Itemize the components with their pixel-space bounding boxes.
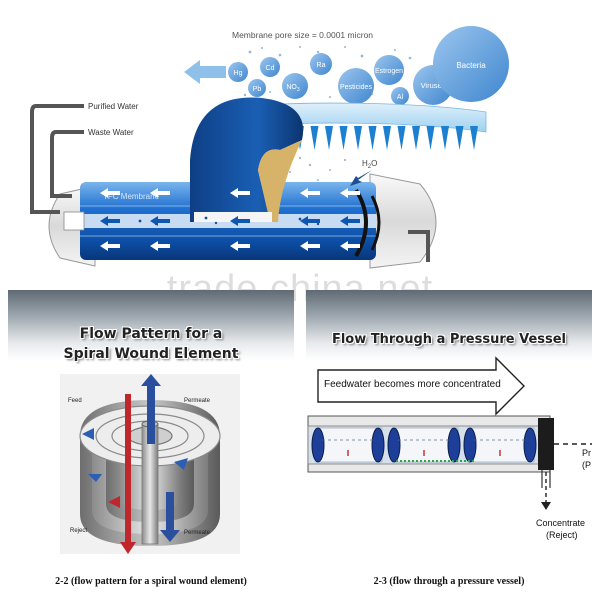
element-end-disc [311,427,325,463]
pressure-vessel-title: Flow Through a Pressure Vessel [331,332,567,347]
waste-water-pipe [50,130,84,198]
bubble-bacteria [433,26,509,102]
feed-flow-arrow [125,394,131,544]
water-flow-arrow [350,170,372,186]
pore-tooth [397,126,406,150]
bubble-pb [248,79,266,97]
membrane-element [315,427,383,463]
bubble-label-pesticides: Pesticides [340,84,372,91]
product-label-line1: Pr [582,448,591,458]
purified-water-label: Purified Water [88,102,139,111]
pore-tooth [325,126,333,150]
bubble-label-bacteria: Bacteria [456,61,486,70]
spiral-flow-arrows [82,374,188,554]
spiral-panel-title-line2: Spiral Wound Element [63,346,239,362]
right-seal-bracket [354,188,368,258]
rejected-flow-arrow [184,60,226,84]
concentration-arrow-text: Feedwater becomes more concentrated [324,379,501,390]
panel-header-shade-right [306,290,592,360]
flow-arrows [100,188,360,251]
vessel-right-cap [369,173,437,269]
pore-tooth [426,126,435,150]
tube-flow-arrow [340,188,360,198]
element-end-disc [371,427,385,463]
bubble-cd [260,57,280,77]
pore-tooth [470,126,478,150]
tube-flow-arrow [300,188,320,198]
purified-water-pipe [30,104,84,214]
panel-header-shade [8,290,294,360]
contaminant-bubbles: Hg Cd Ra Pb NO3 Pesticides Estrogen Al V… [228,26,509,105]
pore-tooth [383,126,391,150]
tube-flow-arrow [340,241,360,251]
reject-label: Reject [70,528,88,534]
element-end-disc [463,427,477,463]
water-molecule-label: H2O [362,159,377,170]
spiral-wound-panel: Flow Pattern for a Spiral Wound Element [8,290,294,568]
element-end-disc [523,427,537,463]
pore-size-label: Membrane pore size = 0.0001 micron [232,30,373,40]
concentrate-pipe [541,470,551,488]
tube-flow-arrow [230,241,250,251]
pressure-vessel-illustration [307,356,592,510]
bubble-no3 [282,73,308,99]
pore-tooth [339,126,348,150]
right-outlet-pipe [408,230,430,262]
pore-tooth [368,126,377,150]
tube-flow-arrow [150,241,170,251]
bubble-label-al: Al [397,94,404,101]
bubble-label-pb: Pb [253,86,262,93]
pore-tooth [412,126,420,150]
permeate-up-arrow [147,384,155,444]
permeate-bottom-label: Permeate [184,530,211,536]
bubble-estrogen [374,55,404,85]
tube-flow-arrow [150,188,170,198]
left-inlet [63,211,85,231]
concentrate-label: Concentrate [536,518,586,528]
tube-flow-arrow [300,216,320,226]
element-end-disc [387,427,401,463]
tube-flow-arrow [300,241,320,251]
feed-label: Feed [68,398,82,404]
bubble-pesticides [338,68,374,104]
bubble-label-cd: Cd [266,65,275,72]
pore-tooth [455,126,464,150]
reject-paren-label: (Reject) [546,530,578,540]
tube-flow-arrow [340,216,360,226]
bubble-label-estrogen: Estrogen [375,68,403,75]
tube-flow-arrow [230,188,250,198]
bubble-hg [228,62,248,82]
pressure-vessel-caption: 2-3 (flow through a pressure vessel) [373,576,525,587]
permeate-down-arrow [166,492,174,532]
bubble-label-viruses: Viruses [421,81,446,90]
pore-tooth [441,126,449,150]
bubble-ra [310,53,332,75]
tfc-membrane-label: TFC Membrane [103,192,160,201]
waste-water-label: Waste Water [88,128,134,137]
product-label-line2: (P [582,460,591,470]
membrane-filtration-diagram: Membrane pore size = 0.0001 micron Hg Cd… [30,26,509,269]
tube-flow-arrow [100,188,120,198]
tube-flow-arrow [230,216,250,226]
bubble-label-hg: Hg [234,70,243,77]
permeate-top-label: Permeate [184,398,211,404]
bubble-label-ra: Ra [317,62,326,69]
bubble-al [391,87,409,105]
tube-flow-arrow [100,241,120,251]
membrane-element [467,427,535,463]
pressure-vessel-panel: Flow Through a Pressure Vessel Feedwater… [306,290,592,568]
spiral-panel-title-line1: Flow Pattern for a [79,326,223,342]
tube-flow-arrow [100,216,120,226]
core-particles [138,216,320,226]
pore-tooth [354,126,362,150]
pore-tooth [310,126,319,150]
spiral-caption: 2-2 (flow pattern for a spiral wound ele… [55,576,247,587]
concentration-arrow [317,356,525,416]
membrane-elements [311,427,537,463]
bubble-label-no3: NO3 [286,84,300,93]
vessel-end-cap [538,418,554,470]
membrane-cutaway-arch [190,97,304,222]
element-end-disc [447,427,461,463]
